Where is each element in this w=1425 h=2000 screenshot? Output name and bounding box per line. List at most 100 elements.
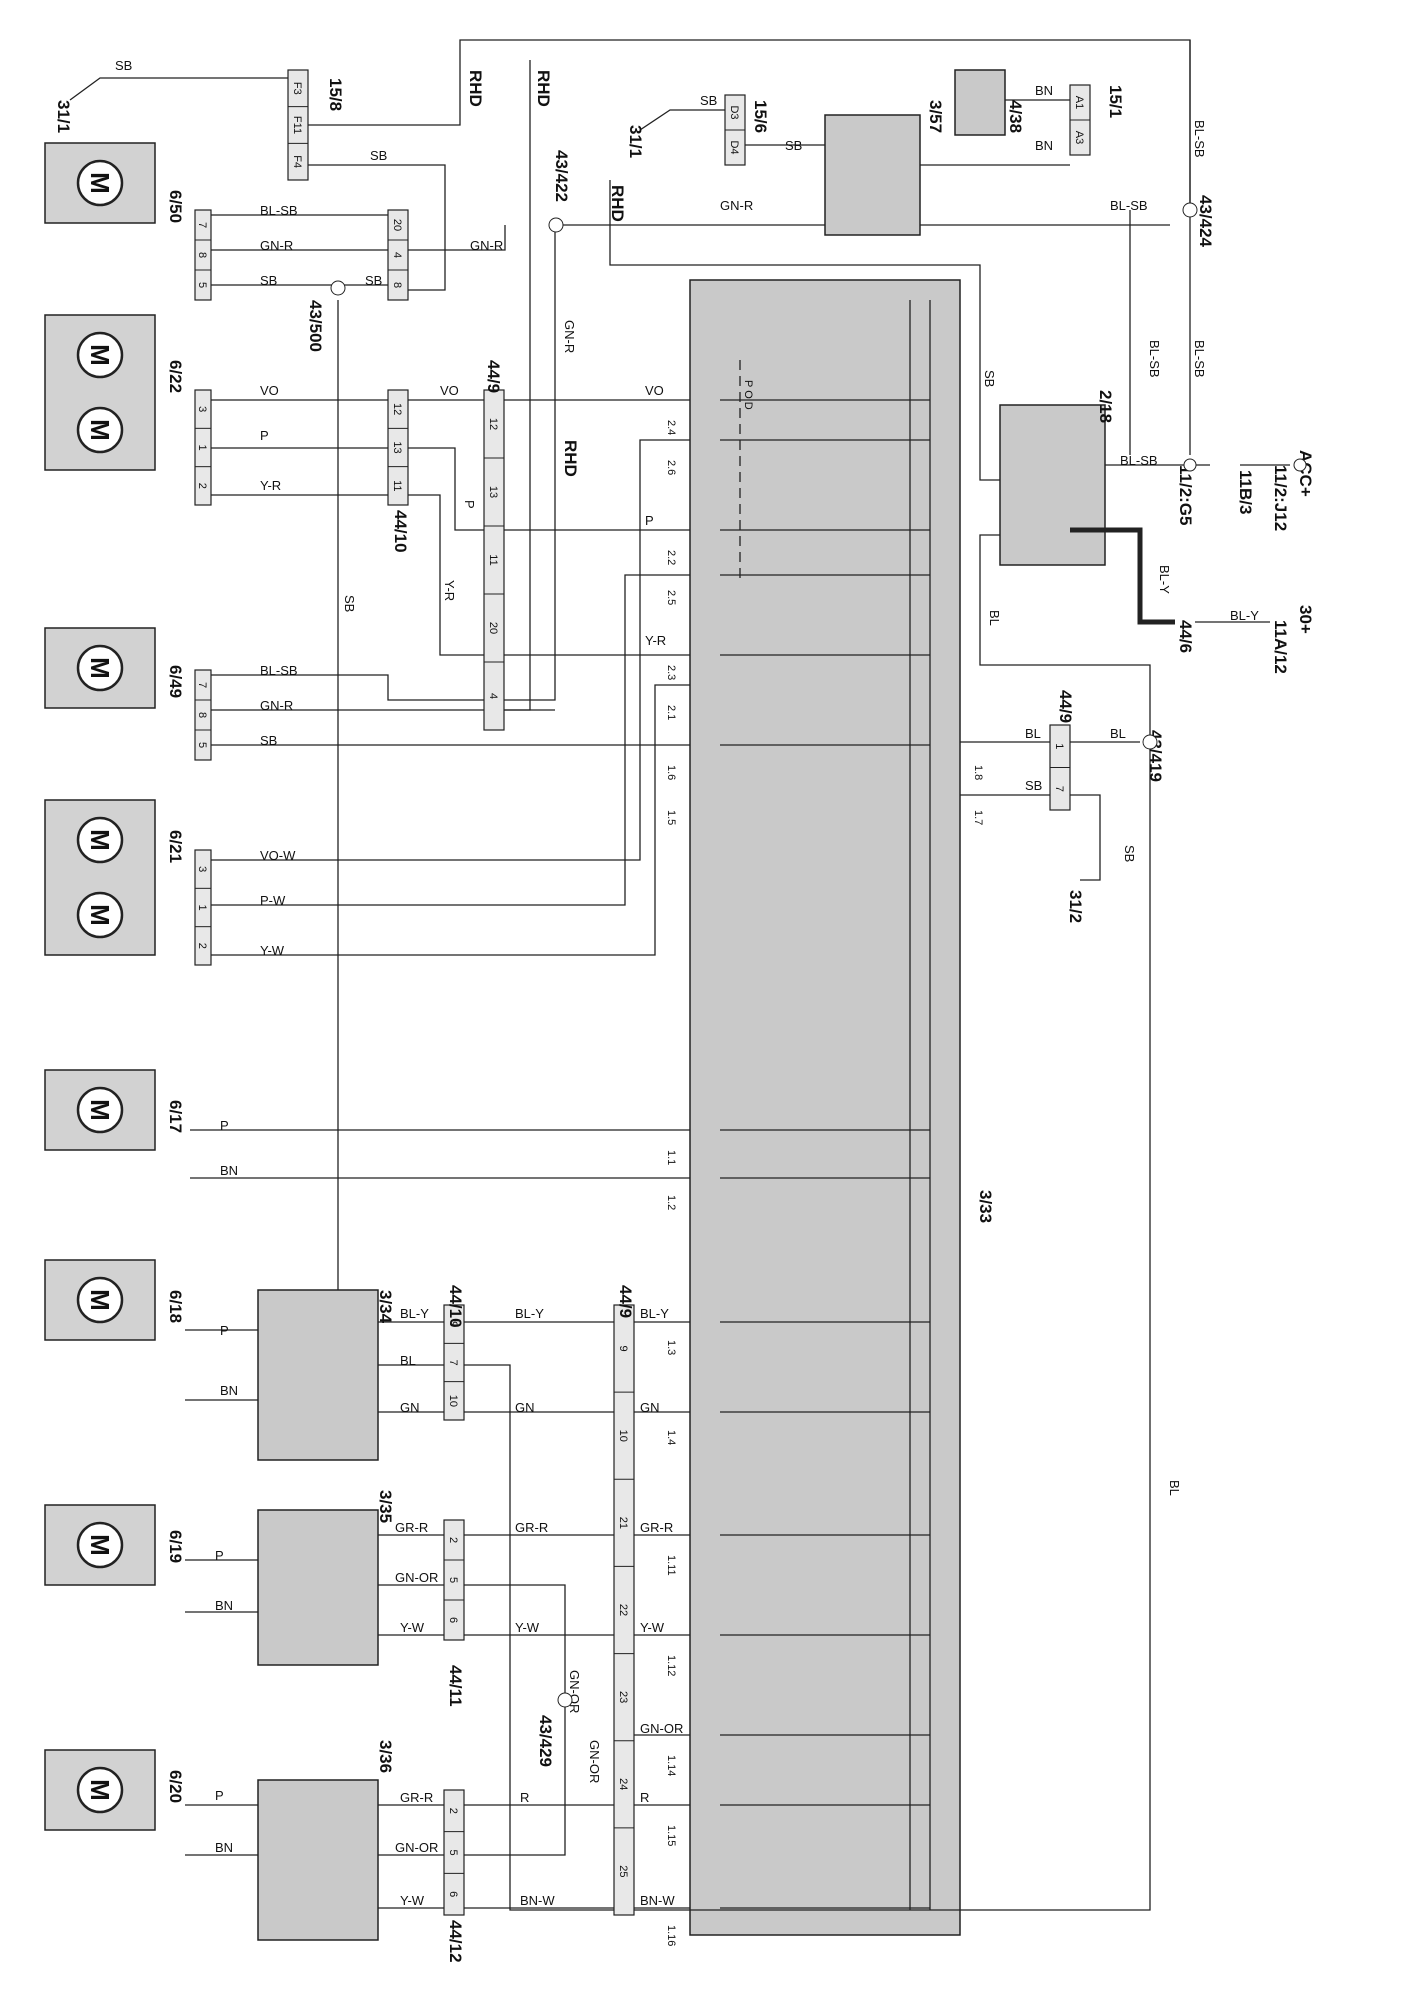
wire-label: Y-W bbox=[515, 1620, 540, 1635]
wire-label: BL-SB bbox=[1192, 340, 1207, 378]
motor-icon bbox=[76, 331, 124, 379]
wire-label: BN bbox=[1035, 83, 1053, 98]
connector-pin: 8 bbox=[196, 252, 208, 258]
wire-label: BL-SB bbox=[1192, 120, 1207, 158]
connector-pin: 4 bbox=[487, 693, 499, 699]
component-ref: 44/10 bbox=[391, 510, 410, 553]
wire-label: BL bbox=[400, 1353, 416, 1368]
connector-pin: D3 bbox=[728, 105, 740, 119]
pin-label: 2.2 bbox=[665, 550, 677, 565]
motor-6-19: M bbox=[44, 1504, 156, 1586]
connector-pin: D4 bbox=[728, 140, 740, 154]
wire-label: VO bbox=[260, 383, 279, 398]
wire-label: BN-W bbox=[520, 1893, 555, 1908]
wire-label: R bbox=[520, 1790, 529, 1805]
wire-label: BL-Y bbox=[515, 1306, 544, 1321]
component-ref: RHD bbox=[561, 440, 580, 477]
connector-2: 785 bbox=[194, 669, 212, 761]
connector-10: 17 bbox=[1049, 724, 1071, 811]
component-ref: 31/1 bbox=[54, 100, 73, 133]
connector-pin: 25 bbox=[617, 1865, 629, 1877]
component-ref: RHD bbox=[534, 70, 553, 107]
motor-6-18: M bbox=[44, 1259, 156, 1341]
connector-pin: 4 bbox=[391, 252, 403, 258]
connector-12: 256 bbox=[443, 1519, 465, 1641]
wire-label: Y-R bbox=[645, 633, 666, 648]
pin-label: 1.2 bbox=[665, 1195, 677, 1210]
component-ref: 11A/12 bbox=[1271, 620, 1290, 674]
connector-0: 785 bbox=[194, 209, 212, 301]
motor-symbol: M bbox=[85, 829, 115, 851]
wire-label: GN-R bbox=[260, 698, 293, 713]
wire-label: GN-R bbox=[260, 238, 293, 253]
wire-label: GN-OR bbox=[395, 1570, 438, 1585]
connector-pin: 1 bbox=[1053, 743, 1065, 749]
wire-label: SB bbox=[1122, 845, 1137, 862]
connector-pin: 8 bbox=[196, 712, 208, 718]
component-ref: 44/10 bbox=[446, 1285, 465, 1328]
pin-label: 1.5 bbox=[665, 810, 677, 825]
switch-3-34 bbox=[257, 1289, 379, 1461]
pin-labels: 2.42.62.22.52.32.11.61.51.11.21.31.41.11… bbox=[665, 380, 984, 1946]
wire-label: BL bbox=[1025, 726, 1041, 741]
motor-symbol: M bbox=[85, 344, 115, 366]
wire-label: BL bbox=[1167, 1480, 1182, 1496]
connector-pin: 3 bbox=[196, 866, 208, 872]
connector-pin: F11 bbox=[291, 116, 303, 134]
motor-icon bbox=[76, 1521, 124, 1569]
motor-icon bbox=[76, 159, 124, 207]
component-ref: 43/429 bbox=[536, 1715, 555, 1767]
component-ref: RHD bbox=[466, 70, 485, 107]
connectors: 785312785312F3F11F42048121311121311204D3… bbox=[194, 69, 1091, 1916]
component-ref: 15/6 bbox=[751, 100, 770, 133]
pin-label: 1.16 bbox=[665, 1925, 677, 1946]
connector-pin: 9 bbox=[447, 1321, 459, 1327]
wire-label: BL-SB bbox=[260, 663, 298, 678]
component-ref: 3/35 bbox=[376, 1490, 395, 1523]
connector-pin: 5 bbox=[196, 282, 208, 288]
wires bbox=[69, 39, 1290, 1911]
connector-pin: 13 bbox=[391, 441, 403, 453]
motor-symbol: M bbox=[85, 1534, 115, 1556]
pin-label: 1.4 bbox=[665, 1430, 677, 1445]
wire-label: GN bbox=[400, 1400, 420, 1415]
component-ref: 6/18 bbox=[166, 1290, 185, 1323]
motor-6-49: M bbox=[44, 627, 156, 709]
wire-label: SB bbox=[115, 58, 132, 73]
wire-label: P bbox=[215, 1548, 224, 1563]
component-ref: 6/19 bbox=[166, 1530, 185, 1563]
module-4-38 bbox=[954, 69, 1006, 136]
connector-pin: 5 bbox=[447, 1577, 459, 1583]
wire-label: SB bbox=[785, 138, 802, 153]
wire-label: BN bbox=[1035, 138, 1053, 153]
wire-label: GN bbox=[640, 1400, 660, 1415]
wire-label: VO bbox=[440, 383, 459, 398]
motor-symbol: M bbox=[85, 419, 115, 441]
component-ref: 31/2 bbox=[1066, 890, 1085, 923]
component-ref: 44/9 bbox=[1056, 690, 1075, 723]
connector-pin: 7 bbox=[447, 1359, 459, 1365]
component-ref: 44/11 bbox=[446, 1665, 465, 1707]
connector-pin: 20 bbox=[487, 622, 499, 634]
wire-label: Y-W bbox=[260, 943, 285, 958]
wire-label: P bbox=[215, 1788, 224, 1803]
wire-label: P bbox=[260, 428, 269, 443]
wire-label: GN-OR bbox=[587, 1740, 602, 1783]
wire-label: P bbox=[462, 500, 477, 509]
motor-symbol: M bbox=[85, 172, 115, 194]
pin-label: 2.3 bbox=[665, 665, 677, 680]
motor-6-17: M bbox=[44, 1069, 156, 1151]
connector-pin: 5 bbox=[447, 1849, 459, 1855]
control-module-3-33 bbox=[689, 279, 961, 1936]
wire-label: GR-R bbox=[640, 1520, 673, 1535]
wire-label: BL bbox=[1110, 726, 1126, 741]
wire-label: GN-OR bbox=[395, 1840, 438, 1855]
component-ref: 43/424 bbox=[1196, 195, 1215, 248]
motor-symbol: M bbox=[85, 904, 115, 926]
wire-label: P bbox=[645, 513, 654, 528]
connector-pin: 24 bbox=[617, 1778, 629, 1790]
